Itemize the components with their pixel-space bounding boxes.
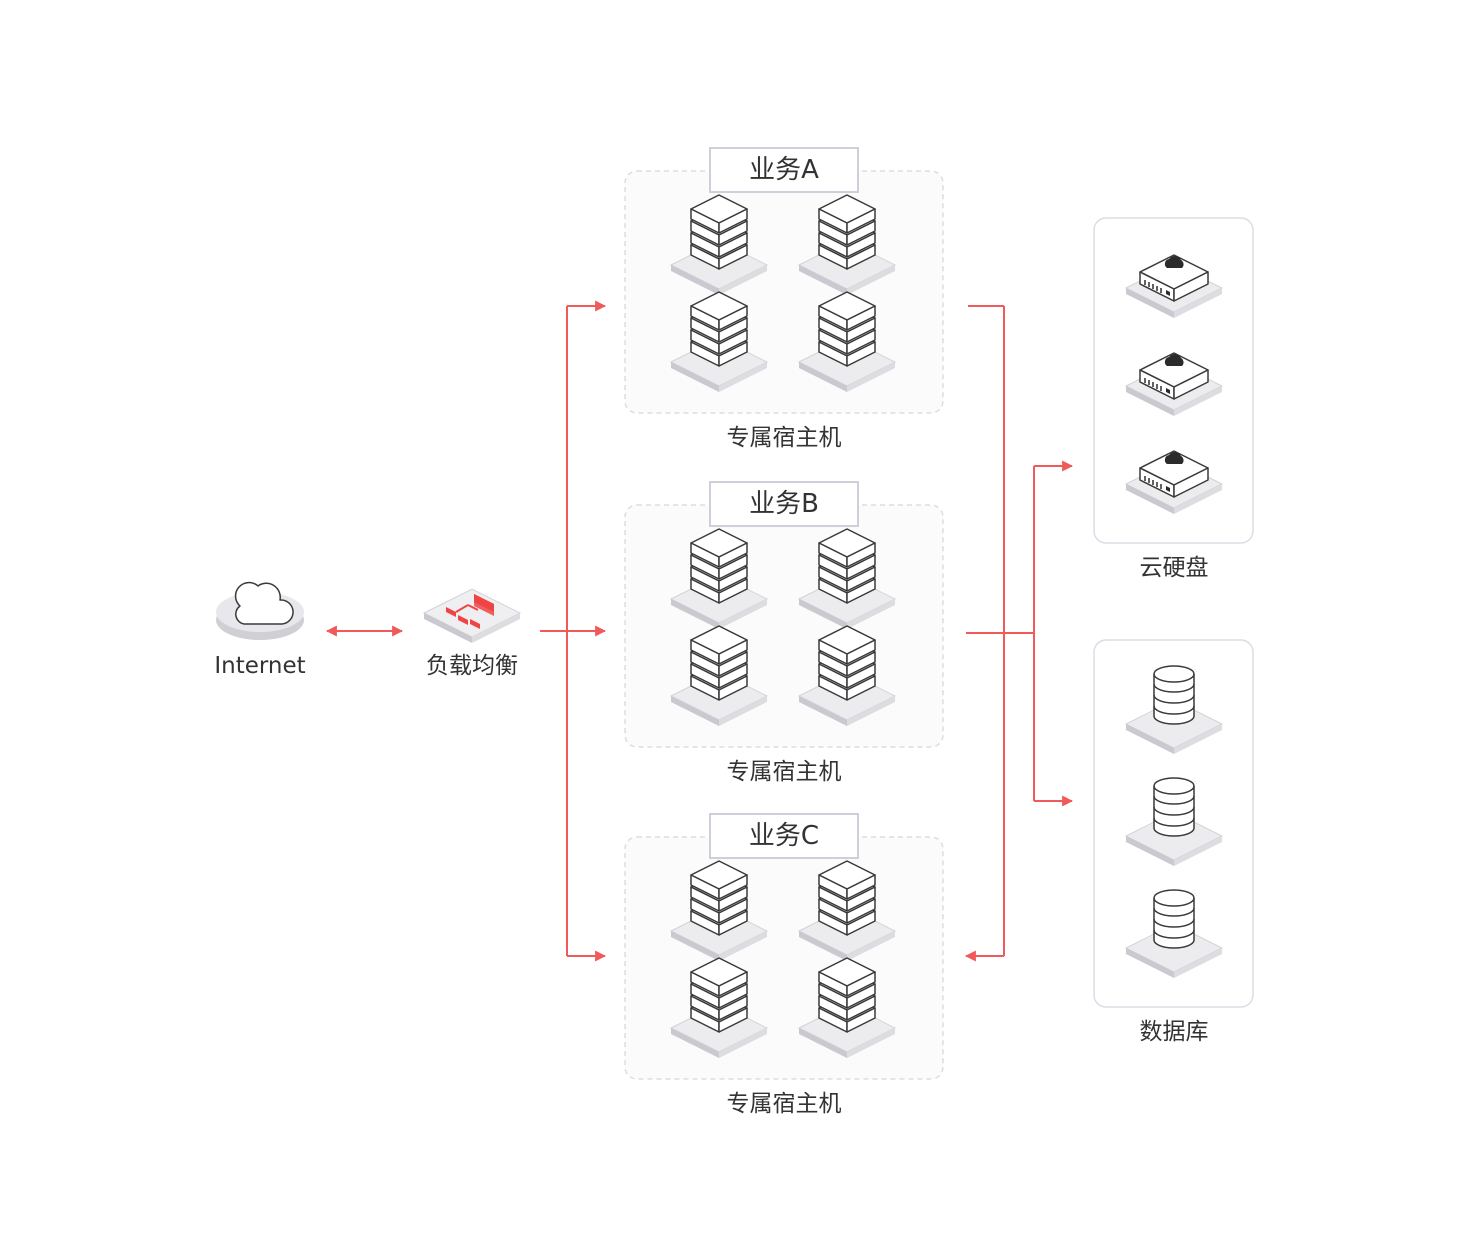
group-c-caption: 专属宿主机	[726, 1091, 842, 1117]
group-b-container	[624, 504, 944, 748]
cloud-icon	[216, 581, 304, 640]
group-b-caption: 专属宿主机	[726, 759, 842, 785]
connectors	[325, 300, 1074, 962]
group-b-title: 业务B	[709, 481, 859, 527]
internet-label: Internet	[214, 653, 306, 679]
group-a-title: 业务A	[709, 147, 859, 193]
group-c-container	[624, 836, 944, 1080]
group-c-title: 业务C	[709, 813, 859, 859]
load-balancer-icon	[422, 588, 522, 643]
cloud-disk-label: 云硬盘	[1139, 555, 1209, 581]
group-a-caption: 专属宿主机	[726, 425, 842, 451]
group-a-container	[624, 170, 944, 414]
load-balancer-label: 负载均衡	[426, 653, 518, 679]
database-label: 数据库	[1139, 1019, 1209, 1045]
